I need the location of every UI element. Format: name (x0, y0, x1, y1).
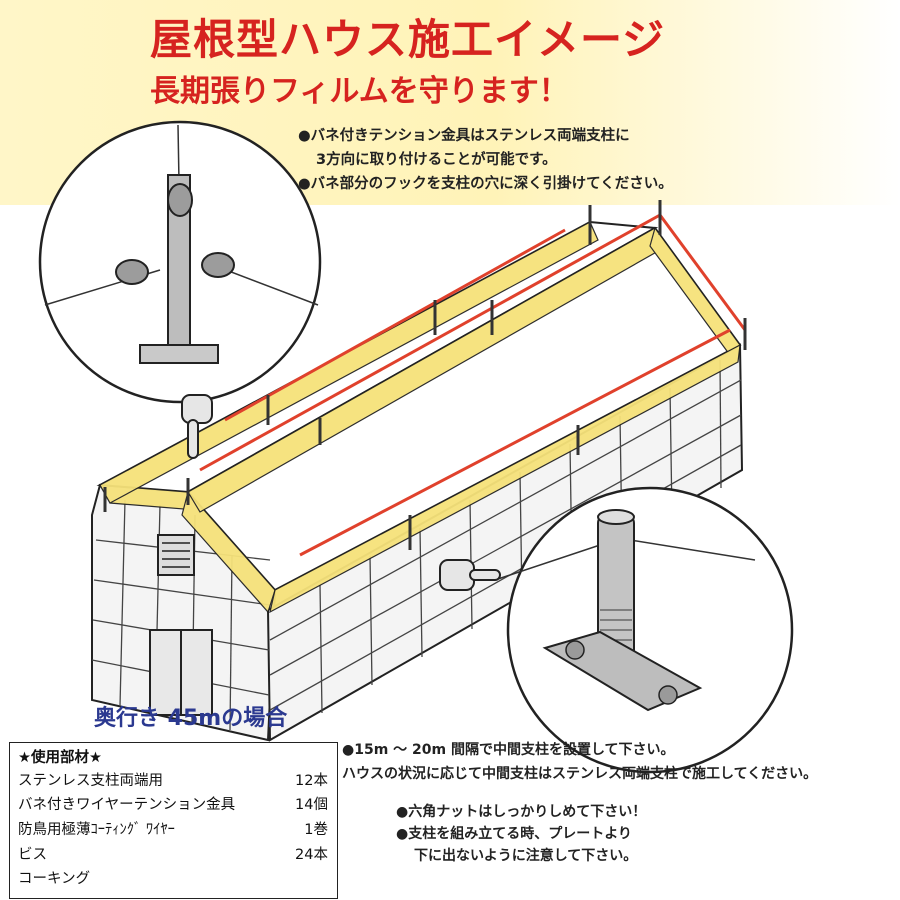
part-name: 防鳥用極薄ｺｰﾃｨﾝｸﾞ ﾜｲﾔｰ (18, 822, 175, 838)
part-name: ステンレス支柱両端用 (18, 773, 163, 789)
list-item: ビス 24本 (18, 843, 328, 865)
wires (199, 213, 747, 557)
pointing-hand-right-icon (439, 559, 501, 591)
note-top-2: 3方向に取り付けることが可能です。 (316, 152, 557, 168)
note-bottom-1: ●15m ～ 20m 間隔で中間支柱を設置して下さい。 (342, 742, 675, 758)
page-title: 屋根型ハウス施工イメージ (150, 15, 666, 64)
part-qty: 14個 (295, 797, 328, 813)
part-name: コーキング (18, 871, 91, 887)
part-name: ビス (18, 847, 47, 863)
pointing-hand-icon (181, 394, 213, 459)
parts-title: ★使用部材★ (18, 750, 102, 766)
note-top-1: ●バネ付きテンション金具はステンレス両端支柱に (298, 128, 630, 144)
list-item: 防鳥用極薄ｺｰﾃｨﾝｸﾞ ﾜｲﾔｰ 1巻 (18, 818, 328, 840)
part-name: バネ付きワイヤーテンション金具 (18, 797, 236, 813)
depth-label: 奥行き 45mの場合 (94, 706, 288, 731)
note-bottom-5: 下に出ないように注意して下さい。 (414, 848, 638, 864)
note-top-3: ●バネ部分のフックを支柱の穴に深く引掛けてください。 (298, 176, 673, 192)
posts (103, 200, 747, 550)
part-qty: 24本 (295, 847, 328, 863)
film-edge (98, 221, 741, 614)
parts-list-box: ★使用部材★ ステンレス支柱両端用 12本 バネ付きワイヤーテンション金具 14… (9, 742, 338, 899)
note-bottom-3: ●六角ナットはしっかりしめて下さい！ (396, 804, 647, 820)
part-qty: 12本 (295, 773, 328, 789)
list-item: コーキング (18, 867, 328, 889)
note-bottom-4: ●支柱を組み立てる時、プレートより (396, 826, 632, 842)
list-item: ステンレス支柱両端用 12本 (18, 769, 328, 791)
page-subtitle: 長期張りフィルムを守ります！ (150, 74, 569, 109)
detail-circle-bracket (38, 120, 322, 404)
vent (157, 534, 195, 576)
note-bottom-2: ハウスの状況に応じて中間支柱はステンレス両端支柱で施工してください。 (342, 766, 818, 782)
part-qty: 1巻 (304, 822, 328, 838)
list-item: バネ付きワイヤーテンション金具 14個 (18, 793, 328, 815)
detail-circle-post (494, 486, 794, 774)
